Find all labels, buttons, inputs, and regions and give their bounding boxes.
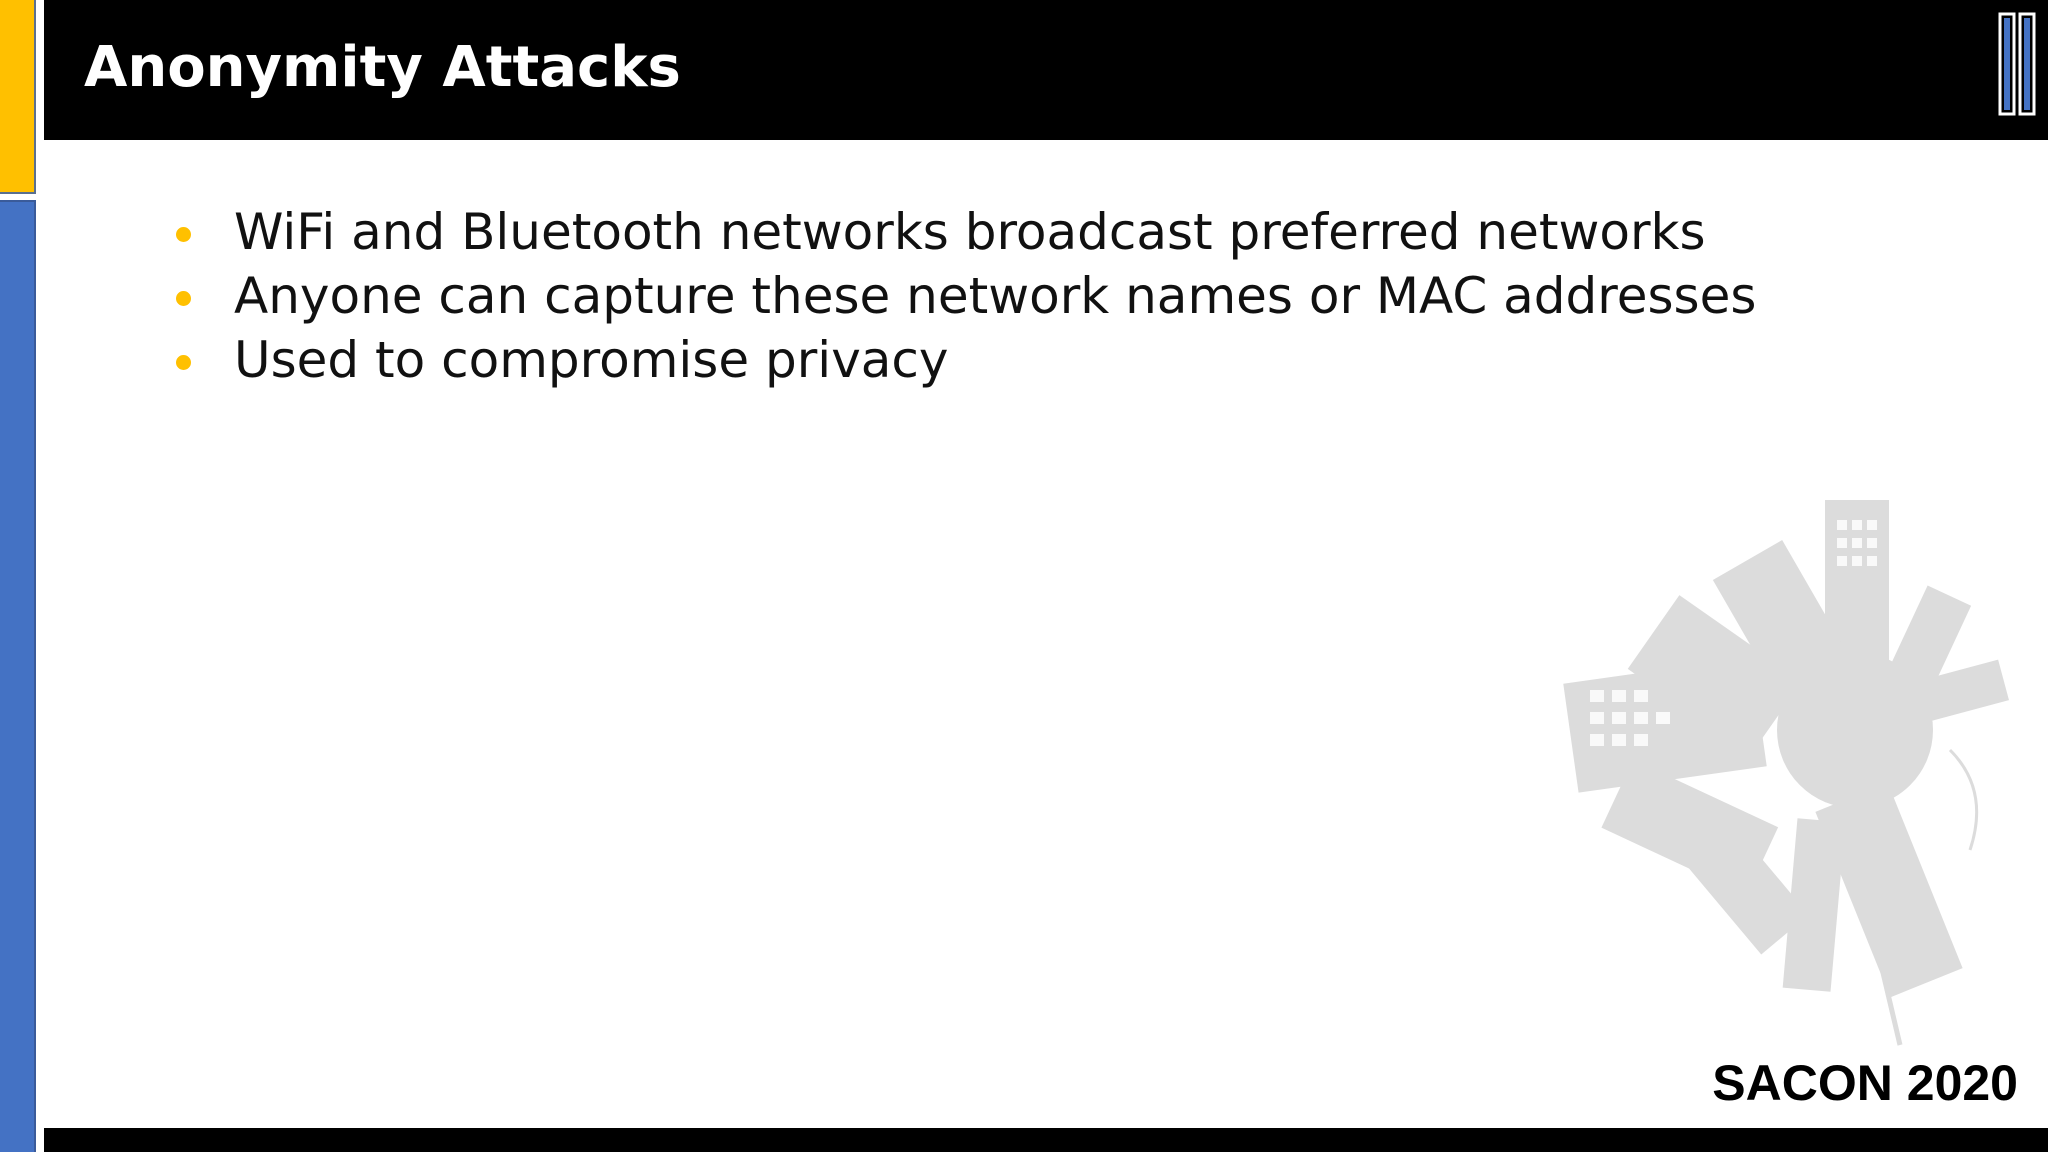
bullet-item: Used to compromise privacy bbox=[170, 328, 1870, 392]
bullet-text: WiFi and Bluetooth networks broadcast pr… bbox=[234, 203, 1706, 261]
bullet-item: Anyone can capture these network names o… bbox=[170, 264, 1870, 328]
bullet-text: Used to compromise privacy bbox=[234, 331, 949, 389]
left-gutter bbox=[36, 0, 44, 1152]
left-accent-bar-gold bbox=[0, 0, 36, 194]
city-skyline-watermark-icon bbox=[1563, 500, 2009, 1046]
title-banner bbox=[44, 0, 2048, 140]
bullet-list: WiFi and Bluetooth networks broadcast pr… bbox=[170, 200, 1870, 392]
bullet-text: Anyone can capture these network names o… bbox=[234, 267, 1757, 325]
footer-bar bbox=[44, 1128, 2048, 1152]
bullet-dot-icon bbox=[176, 227, 191, 242]
bullet-dot-icon bbox=[176, 355, 191, 370]
double-bar-logo-icon bbox=[1998, 12, 2036, 116]
event-label: SACON 2020 bbox=[1712, 1055, 2018, 1111]
bullet-item: WiFi and Bluetooth networks broadcast pr… bbox=[170, 200, 1870, 264]
left-accent-bar-blue bbox=[0, 200, 36, 1152]
bullet-dot-icon bbox=[176, 291, 191, 306]
slide-title: Anonymity Attacks bbox=[84, 35, 681, 100]
